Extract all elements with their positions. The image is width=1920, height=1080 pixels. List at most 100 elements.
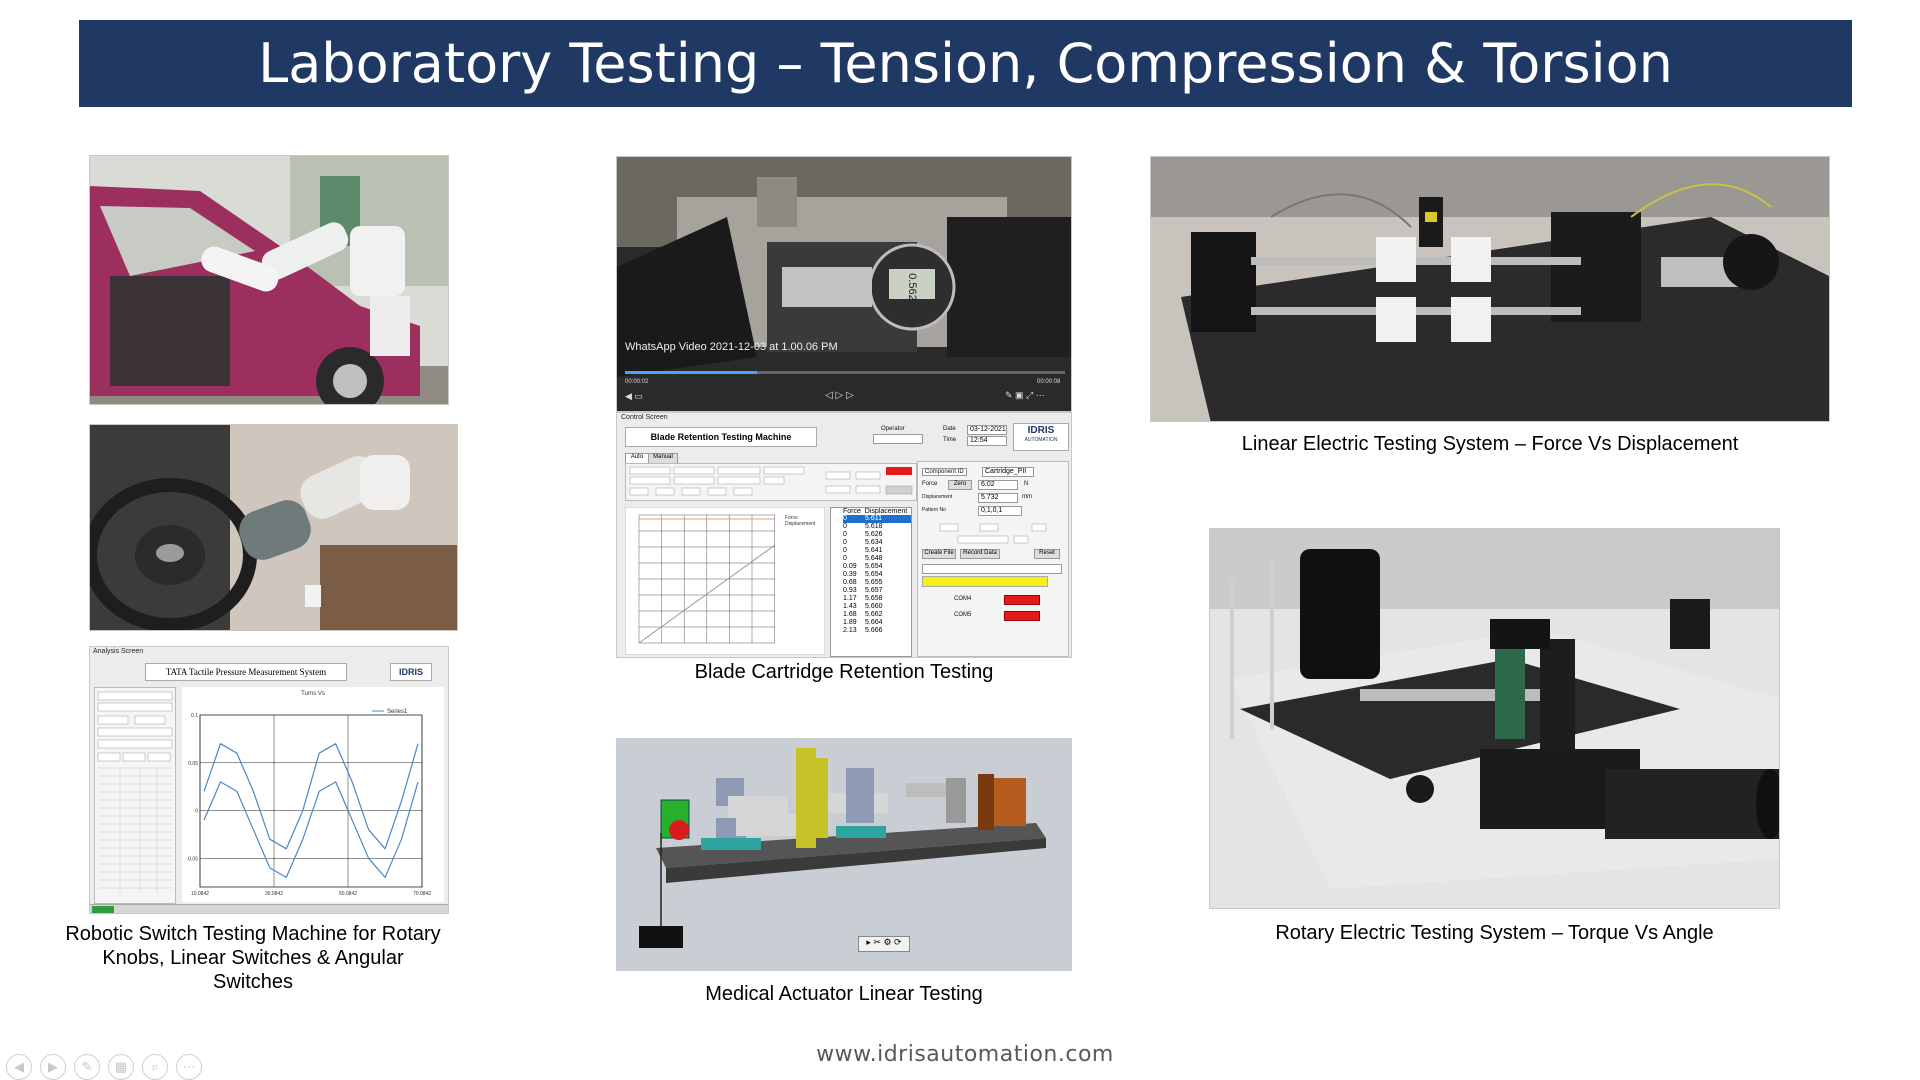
displacement-label: Displacement: [922, 494, 953, 500]
caption-medical: Medical Actuator Linear Testing: [705, 983, 983, 1005]
force-cell: 0: [843, 555, 847, 562]
force-displacement-graph: Force Displacement: [625, 507, 825, 655]
tata-window-title: Analysis Screen: [93, 648, 144, 655]
force-cell: 0.09: [843, 563, 857, 570]
reset-button[interactable]: Reset: [1034, 549, 1060, 559]
force-unit: N: [1024, 481, 1029, 487]
displacement-cell: 5.658: [865, 595, 883, 602]
pattern-value[interactable]: 0,1,0,1: [978, 506, 1022, 516]
footer-website[interactable]: www.idrisautomation.com: [816, 1042, 1114, 1067]
force-cell: 0.68: [843, 579, 857, 586]
force-cell: 2.13: [843, 627, 857, 634]
idris-logo-text: IDRIS: [1027, 425, 1055, 436]
idris-logo: IDRIS AUTOMATION: [1013, 423, 1069, 451]
data-path-field[interactable]: [922, 564, 1062, 574]
series-line-2: [203, 781, 419, 878]
tata-analysis-screenshot: Analysis Screen TATA Tactile Pressure Me…: [89, 646, 449, 914]
tata-chart-title: Turns Vs: [301, 691, 325, 697]
table-row[interactable]: 2.13 5.666: [843, 627, 911, 635]
force-value: 6.02: [978, 480, 1018, 490]
displacement-cell: 5.634: [865, 539, 883, 546]
disconnect-button-1[interactable]: [1004, 595, 1040, 605]
displacement-cell: 5.662: [865, 611, 883, 618]
date-field[interactable]: 03-12-2021: [967, 425, 1007, 435]
force-cell: 1.89: [843, 619, 857, 626]
force-cell: 0: [843, 539, 847, 546]
table-row[interactable]: 0.09 5.654: [843, 563, 911, 571]
displacement-cell: 5.657: [865, 587, 883, 594]
table-row[interactable]: 1.17 5.658: [843, 595, 911, 603]
volume-icon[interactable]: ◀ ▭: [625, 391, 643, 401]
create-file-button[interactable]: Create File: [922, 549, 956, 559]
zoom-icon[interactable]: ⌕: [142, 1054, 168, 1080]
slide-title-text: Laboratory Testing – Tension, Compressio…: [258, 32, 1673, 95]
operator-field[interactable]: [873, 434, 923, 444]
displacement-cell: 5.618: [865, 523, 883, 530]
blade-app-title: Blade Retention Testing Machine: [625, 427, 817, 447]
disconnect-button-2[interactable]: [1004, 611, 1040, 621]
force-cell: 1.68: [843, 611, 857, 618]
video-progress[interactable]: [625, 371, 1065, 374]
medical-actuator-cad: ▸ ✂ ⚙ ⟳: [616, 738, 1072, 971]
cad-toolbar[interactable]: ▸ ✂ ⚙ ⟳: [858, 936, 910, 952]
caption-robotic: Robotic Switch Testing Machine for Rotar…: [65, 923, 441, 993]
linear-system-photo: [1150, 156, 1830, 422]
auto-settings-panel: [625, 463, 917, 501]
operator-label: Operator: [881, 426, 905, 432]
y-tick-label: 0: [195, 809, 198, 815]
component-id-field[interactable]: Cartridge_PII: [982, 467, 1034, 477]
record-data-button[interactable]: Record Data: [960, 549, 1000, 559]
displacement-cell: 5.666: [865, 627, 883, 634]
video-time-right: 00:00:08: [1037, 379, 1061, 385]
blade-video-frame: 0.562 WhatsApp Video 2021-12-03 at 1.00.…: [616, 156, 1072, 412]
tata-chart-legend: Series1: [387, 709, 408, 715]
force-cell: 0: [843, 515, 847, 522]
pattern-label: Pattern No: [922, 507, 946, 513]
next-slide-icon[interactable]: ▶: [40, 1054, 66, 1080]
video-time-left: 00:00:02: [625, 379, 649, 385]
force-cell: 0: [843, 523, 847, 530]
force-cell: 1.17: [843, 595, 857, 602]
displacement-cell: 5.648: [865, 555, 883, 562]
displacement-cell: 5.641: [865, 547, 883, 554]
previous-slide-icon[interactable]: ◀: [6, 1054, 32, 1080]
time-field[interactable]: 12:54: [967, 436, 1007, 446]
caption-blade: Blade Cartridge Retention Testing: [694, 661, 994, 683]
tata-left-panel: [94, 687, 176, 904]
table-row[interactable]: 0 5.648: [843, 555, 911, 563]
zero-button[interactable]: Zero: [948, 480, 972, 490]
x-tick-label: 70.0842: [413, 891, 431, 897]
more-options-icon[interactable]: ⋯: [176, 1054, 202, 1080]
col-force: Force: [843, 508, 861, 515]
table-row[interactable]: 0 5.641: [843, 547, 911, 555]
table-row[interactable]: 0 5.634: [843, 539, 911, 547]
displacement-cell: 5.655: [865, 579, 883, 586]
pen-icon[interactable]: ✎: [74, 1054, 100, 1080]
com-port-1: COM4: [954, 596, 972, 602]
force-cell: 0: [843, 547, 847, 554]
slides-grid-icon[interactable]: ▦: [108, 1054, 134, 1080]
table-row[interactable]: 0 5.618: [843, 523, 911, 531]
table-row[interactable]: 1.68 5.662: [843, 611, 911, 619]
caption-linear: Linear Electric Testing System – Force V…: [1241, 433, 1739, 455]
displacement-cell: 5.660: [865, 603, 883, 610]
blade-control-screenshot: Control Screen Blade Retention Testing M…: [616, 412, 1072, 658]
y-tick-label: 0.1: [191, 713, 198, 719]
fullscreen-icon[interactable]: ✎ ▣ ⤢ ⋯: [1005, 390, 1045, 400]
x-tick-label: 10.0842: [191, 891, 209, 897]
date-label: Date: [943, 426, 956, 432]
com-port-2: COM5: [954, 612, 972, 618]
displacement-cell: 5.654: [865, 571, 883, 578]
series-line-1: [203, 743, 419, 850]
play-icon[interactable]: ◁ ▷ ▷: [825, 390, 854, 401]
time-label: Time: [943, 437, 957, 443]
table-row[interactable]: 0.68 5.655: [843, 579, 911, 587]
displacement-cell: 5.654: [865, 563, 883, 570]
